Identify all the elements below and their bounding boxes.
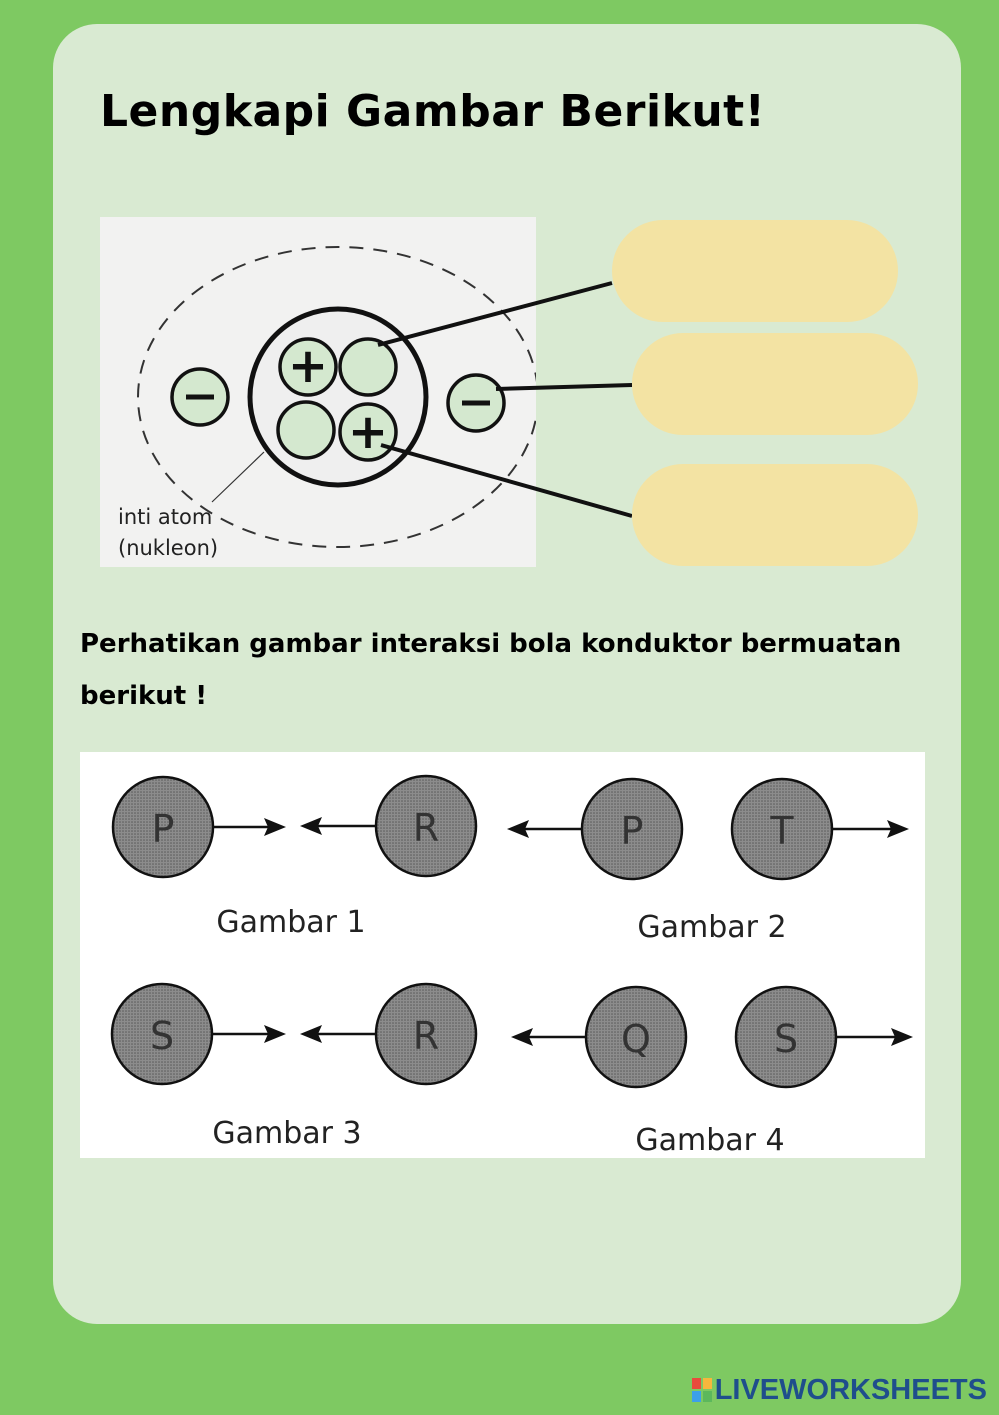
g1-caption: Gambar 1 [216,905,365,940]
g3-right-label: R [413,1014,439,1058]
g4-arrowhead-left [511,1028,533,1046]
g3-caption: Gambar 3 [212,1116,361,1151]
brand-name: LIVEWORKSHEETS [714,1373,987,1406]
g2-caption: Gambar 2 [637,910,786,945]
nucleus-circle [247,306,429,488]
nucleus-pointer [211,451,265,503]
g2-left-label: P [621,809,644,853]
instruction-line-1: Perhatikan gambar interaksi bola kondukt… [80,629,902,659]
answer-box-2[interactable] [632,333,918,435]
proton-1 [278,337,338,397]
g3-left-label: S [150,1014,174,1058]
g4-right-label: S [774,1017,798,1061]
neutron-2 [276,400,336,460]
g4-arrowhead-right [891,1028,913,1046]
spheres-svg: P R Gambar 1 P T Gambar 2 S R Gambar 3 Q [110,774,913,1158]
atom-diagram: + + inti atom (nukleon) [100,217,539,567]
g1-right-label: R [413,806,439,850]
instruction-line-2: berikut ! [80,681,208,711]
g2-right-label: T [769,809,794,853]
g2-arrowhead-right [887,820,909,838]
g1-arrowhead-left [300,817,322,835]
instruction: Perhatikan gambar interaksi bola kondukt… [80,618,960,722]
g3-arrowhead-right [264,1025,286,1043]
proton-2-symbol: + [348,404,388,460]
spheres-figure: P R Gambar 1 P T Gambar 2 S R Gambar 3 Q [80,752,925,1158]
proton-1-symbol: + [288,338,328,394]
g4-caption: Gambar 4 [635,1123,784,1158]
answer-box-3[interactable] [632,464,918,566]
page-title: Lengkapi Gambar Berikut! [100,86,766,137]
liveworksheets-logo[interactable]: LIVEWORKSHEETS [691,1372,987,1408]
atom-svg: + + inti atom (nukleon) [118,246,539,560]
nucleus-label-1: inti atom [118,505,212,529]
g1-arrowhead-right [264,818,286,836]
answer-box-1[interactable] [612,220,898,322]
g2-arrowhead-left [507,820,529,838]
g1-left-label: P [152,807,175,851]
neutron-1 [338,337,398,397]
g3-arrowhead-left [300,1025,322,1043]
g4-left-label: Q [621,1017,651,1061]
nucleus-label-2: (nukleon) [118,536,218,560]
live-mark-icon [691,1378,712,1402]
